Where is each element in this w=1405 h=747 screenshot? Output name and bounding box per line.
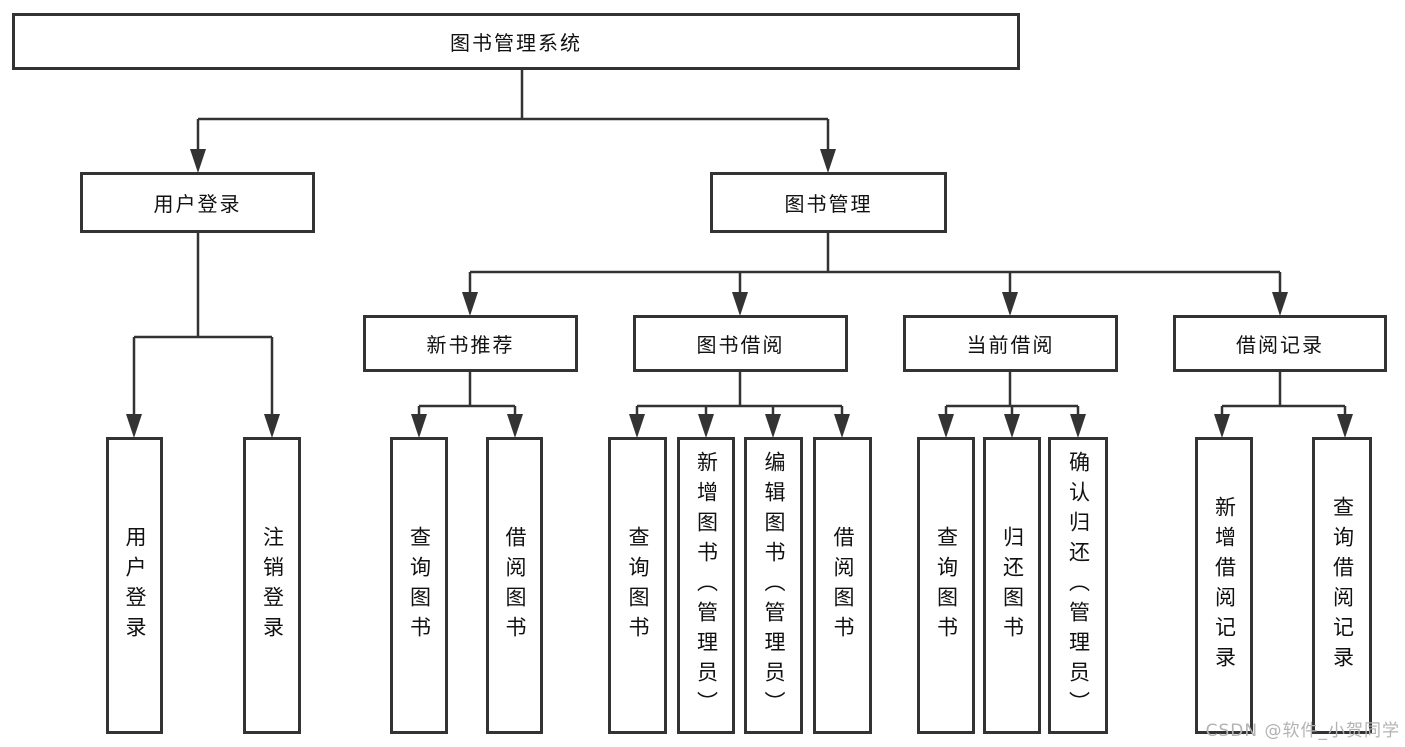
leaf-newbook-borrow-books: 借阅图书 <box>486 437 543 734</box>
node-new-book-recommend: 新书推荐 <box>363 315 578 372</box>
node-root-library-system: 图书管理系统 <box>12 13 1020 70</box>
leaf-logout: 注销登录 <box>243 437 301 734</box>
leaf-current-query-books: 查询图书 <box>917 437 975 734</box>
leaf-current-confirm-return-admin: 确认归还（管理员） <box>1048 437 1108 734</box>
leaf-borrow-borrow-books: 借阅图书 <box>813 437 872 734</box>
node-borrow-record: 借阅记录 <box>1173 315 1387 372</box>
node-book-borrow: 图书借阅 <box>633 315 848 372</box>
leaf-borrow-add-books-admin: 新增图书（管理员） <box>677 437 735 734</box>
leaf-borrow-edit-books-admin: 编辑图书（管理员） <box>744 437 803 734</box>
leaf-record-add-borrow-record: 新增借阅记录 <box>1195 437 1253 734</box>
node-book-management-branch: 图书管理 <box>710 172 947 233</box>
leaf-current-return-books: 归还图书 <box>983 437 1041 734</box>
node-current-borrow: 当前借阅 <box>903 315 1118 372</box>
csdn-watermark: CSDN @软件_小贺同学 <box>1205 721 1400 741</box>
leaf-borrow-query-books: 查询图书 <box>608 437 667 734</box>
node-user-login-branch: 用户登录 <box>80 172 315 233</box>
leaf-user-login: 用户登录 <box>106 437 163 734</box>
leaf-newbook-query-books: 查询图书 <box>390 437 448 734</box>
leaf-record-query-borrow-record: 查询借阅记录 <box>1312 437 1372 734</box>
